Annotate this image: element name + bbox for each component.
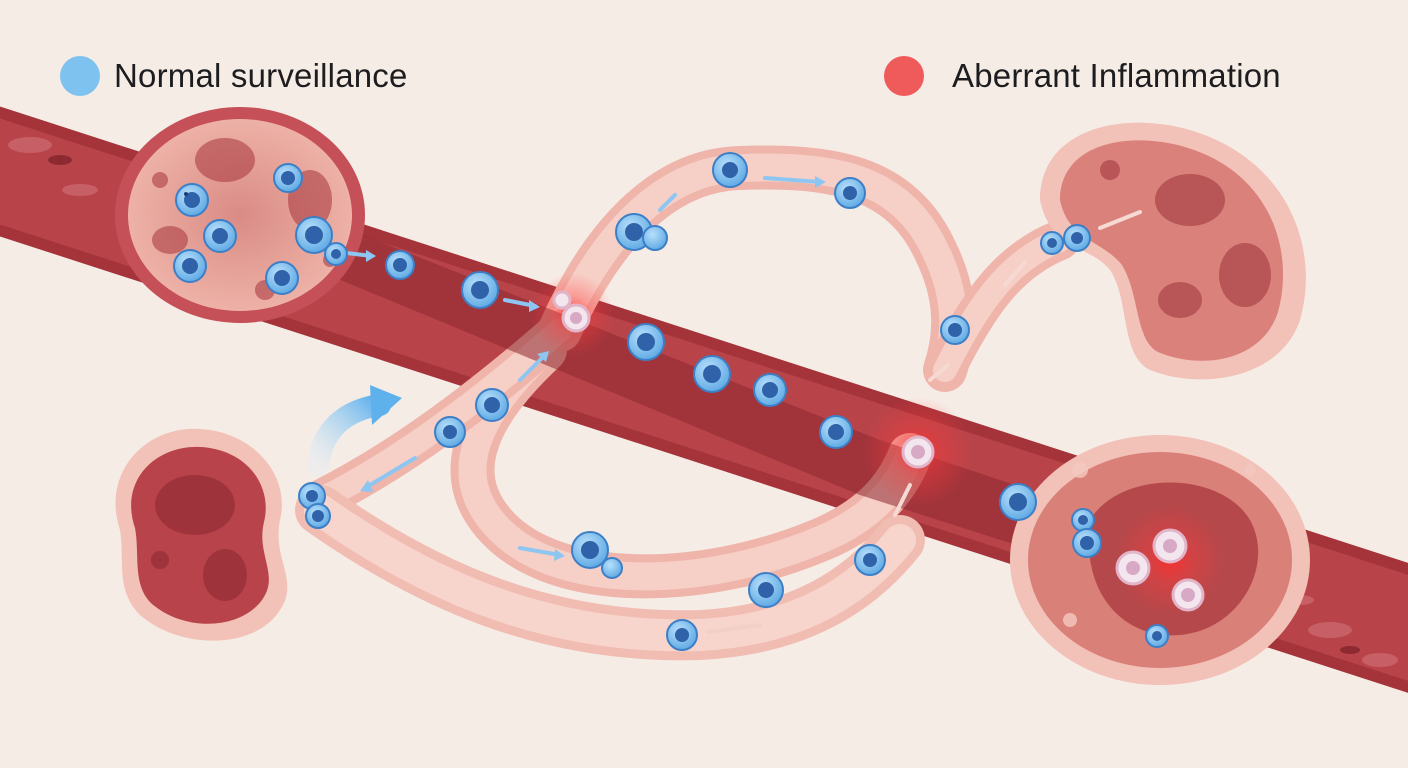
- blue-cell-icon: [1072, 528, 1102, 558]
- lymph-node-top-left: [115, 107, 365, 323]
- flow-arrow-icon: [893, 483, 912, 517]
- legend-label-normal: Normal surveillance: [114, 57, 408, 94]
- blue-cell-icon: [295, 216, 333, 254]
- red-dot-icon: [884, 56, 924, 96]
- pale-activated-cell-icon: [552, 290, 572, 310]
- blue-cell-icon: [748, 572, 784, 608]
- blue-cell-icon: [1040, 231, 1064, 255]
- blue-cell-icon: [175, 183, 209, 217]
- blue-cell-icon: [434, 416, 466, 448]
- blue-cell-icon: [385, 250, 415, 280]
- blue-dot-icon: [60, 56, 100, 96]
- blue-cell-icon: [834, 177, 866, 209]
- blue-cell-icon: [571, 531, 609, 569]
- blue-cell-icon: [666, 619, 698, 651]
- blue-cell-icon: [642, 225, 668, 251]
- flow-arrow-icon: [1098, 210, 1142, 230]
- flow-arrow-icon: [518, 353, 547, 382]
- blue-cell-icon: [305, 503, 331, 529]
- blue-cell-icon: [999, 483, 1037, 521]
- lymph-node-top-right: [1040, 122, 1306, 380]
- immune-cells: [173, 152, 1169, 651]
- blue-cell-icon: [819, 415, 853, 449]
- pale-activated-cell-icon: [1115, 550, 1151, 586]
- legend-label-aberrant: Aberrant Inflammation: [952, 57, 1281, 94]
- blue-cell-icon: [712, 152, 748, 188]
- blue-cell-icon: [324, 242, 348, 266]
- flow-arrow-icon: [658, 193, 677, 212]
- blue-cell-icon: [601, 557, 623, 579]
- lymph-node-bottom-left: [115, 428, 288, 641]
- pale-activated-cell-icon: [1171, 578, 1205, 612]
- blue-cell-icon: [854, 544, 886, 576]
- pale-activated-cell-icon: [1152, 528, 1188, 564]
- blue-cell-icon: [1063, 224, 1091, 252]
- pale-activated-cell-icon: [561, 303, 591, 333]
- blue-cell-icon: [1145, 624, 1169, 648]
- blue-cell-icon: [627, 323, 665, 361]
- blue-cell-icon: [1071, 508, 1095, 532]
- blue-cell-icon: [173, 249, 207, 283]
- flow-arrow-icon: [928, 363, 950, 382]
- legend-aberrant-inflammation: Aberrant Inflammation: [884, 56, 1281, 96]
- flow-arrow-icon: [1003, 260, 1027, 287]
- legend-normal-surveillance: Normal surveillance: [60, 56, 408, 96]
- flow-arrow-icon: [763, 176, 822, 184]
- flow-arrow-icon: [363, 456, 417, 490]
- flow-arrows: [336, 176, 1142, 634]
- blue-cell-icon: [461, 271, 499, 309]
- activated-cells: [552, 290, 1205, 612]
- blue-cell-icon: [203, 219, 237, 253]
- blue-cell-icon: [753, 373, 787, 407]
- blue-cell-icon: [273, 163, 303, 193]
- flow-arrow-icon: [706, 623, 762, 634]
- blue-cell-icon: [693, 355, 731, 393]
- big-curved-arrow-icon: [307, 385, 402, 476]
- pale-activated-cell-icon: [901, 435, 935, 469]
- blue-cell-icon: [265, 261, 299, 295]
- flow-arrow-icon: [518, 546, 562, 557]
- blue-cell-icon: [475, 388, 509, 422]
- arrow-heads: [360, 176, 826, 561]
- blue-cell-icon: [940, 315, 970, 345]
